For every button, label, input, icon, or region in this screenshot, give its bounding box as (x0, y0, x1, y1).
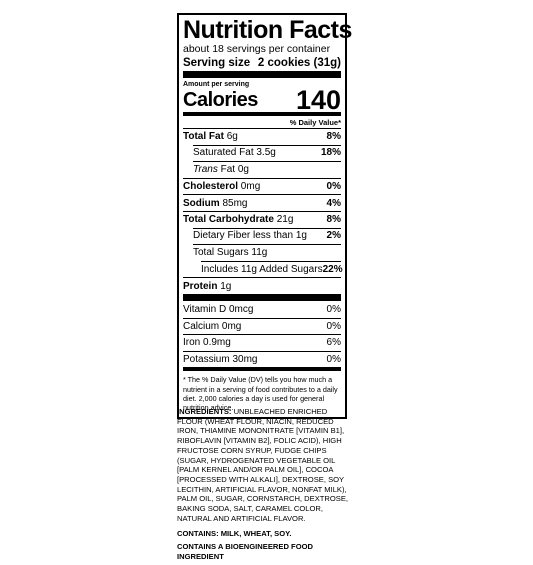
nutrient-row-total-carbohydrate: Total Carbohydrate 21g 8% (183, 210, 341, 228)
nutrient-name: Includes 11g Added Sugars (201, 263, 323, 275)
vitamin-dv: 6% (326, 337, 341, 349)
vitamin-row-calcium: Calcium 0mg 0% (183, 317, 341, 335)
nutrient-amount: 21g (276, 214, 294, 226)
vitamin-name: Potassium 30mg (183, 354, 258, 366)
nutrient-amount: 6g (226, 131, 238, 143)
calories-value: 140 (295, 85, 341, 115)
vitamin-row-potassium: Potassium 30mg 0% (183, 350, 341, 368)
nutrient-row-total-fat: Total Fat 6g 8% (183, 128, 341, 145)
nutrient-dv: 8% (326, 214, 341, 226)
servings-per-container: about 18 servings per container (183, 43, 331, 55)
nutrient-dv: 8% (326, 131, 341, 143)
vitamin-dv: 0% (326, 303, 341, 315)
nutrition-facts-panel: Nutrition Facts about 18 servings per co… (177, 13, 352, 419)
nutrient-row-dietary-fiber: Dietary Fiber less than 1g 2% (183, 227, 341, 245)
vitamin-name: Calcium 0mg (183, 320, 242, 332)
nutrition-facts-title: Nutrition Facts (183, 16, 352, 44)
nutrient-row-total-sugars: Total Sugars 11g (183, 244, 341, 261)
nutrient-name: Cholesterol (183, 181, 239, 193)
nutrient-amount: 3.5g (256, 147, 276, 159)
divider-thick (183, 293, 341, 301)
serving-size-label: Serving size (183, 57, 251, 69)
nutrient-name: Trans (193, 163, 218, 175)
calories-row: Calories 140 (183, 85, 341, 115)
allergen-statement: CONTAINS: MILK, WHEAT, SOY. (177, 529, 292, 539)
divider-thick (183, 71, 341, 78)
vitamin-name: Iron 0.9mg (183, 337, 231, 349)
nutrient-amount: 11g (251, 246, 268, 258)
nutrient-row-trans-fat: Trans Fat 0g (183, 161, 341, 178)
nutrient-amount: 1g (295, 230, 307, 242)
ingredients-paragraph: INGREDIENTS: UNBLEACHED ENRICHED FLOUR (… (177, 407, 352, 523)
vitamin-row-iron: Iron 0.9mg 6% (183, 334, 341, 351)
ingredients-section: INGREDIENTS: UNBLEACHED ENRICHED FLOUR (… (177, 407, 352, 565)
vitamin-dv: 0% (326, 320, 341, 332)
nutrient-amount: 0mg (240, 181, 261, 193)
nutrient-row-saturated-fat: Saturated Fat 3.5g 18% (183, 144, 341, 162)
nutrient-amount: 1g (220, 280, 232, 292)
nutrient-row-sodium: Sodium 85mg 4% (183, 194, 341, 211)
ingredients-text: UNBLEACHED ENRICHED FLOUR (WHEAT FLOUR, … (177, 407, 349, 523)
nutrient-name: Sodium (183, 197, 220, 209)
nutrient-amount: Fat 0g (220, 163, 249, 175)
nutrient-name: Total Sugars (193, 246, 249, 258)
vitamin-name: Vitamin D 0mcg (183, 303, 254, 315)
serving-size-value: 2 cookies (31g) (257, 57, 341, 69)
nutrient-dv: 0% (326, 181, 341, 193)
amount-per-serving: Amount per serving (183, 81, 250, 88)
calories-label: Calories (183, 89, 258, 111)
nutrient-amount: 85mg (222, 197, 248, 209)
ingredients-label: INGREDIENTS: (177, 407, 232, 416)
nutrient-dv: 22% (322, 263, 343, 275)
daily-value-footnote: * The % Daily Value (DV) tells you how m… (183, 367, 341, 412)
nutrient-name: Saturated Fat (193, 147, 254, 159)
nutrient-name: Dietary Fiber less than (193, 230, 294, 242)
nutrient-dv: 2% (326, 230, 341, 242)
nutrient-row-protein: Protein 1g (183, 277, 341, 294)
daily-value-header: % Daily Value* (289, 118, 341, 127)
nutrient-dv: 18% (320, 147, 341, 159)
nutrient-name: Protein (183, 280, 218, 292)
nutrient-name: Total Carbohydrate (183, 214, 274, 226)
vitamin-dv: 0% (326, 354, 341, 366)
bioengineered-statement: CONTAINS A BIOENGINEERED FOOD INGREDIENT (177, 542, 313, 561)
serving-size-row: Serving size 2 cookies (31g) (183, 56, 341, 70)
nutrient-name: Total Fat (183, 131, 224, 143)
nutrient-dv: 4% (326, 197, 341, 209)
nutrient-row-added-sugars: Includes 11g Added Sugars 22% (183, 260, 343, 278)
divider-medium (183, 112, 341, 116)
nutrient-row-cholesterol: Cholesterol 0mg 0% (183, 177, 341, 195)
vitamin-row-vitamin-d: Vitamin D 0mcg 0% (183, 301, 341, 318)
